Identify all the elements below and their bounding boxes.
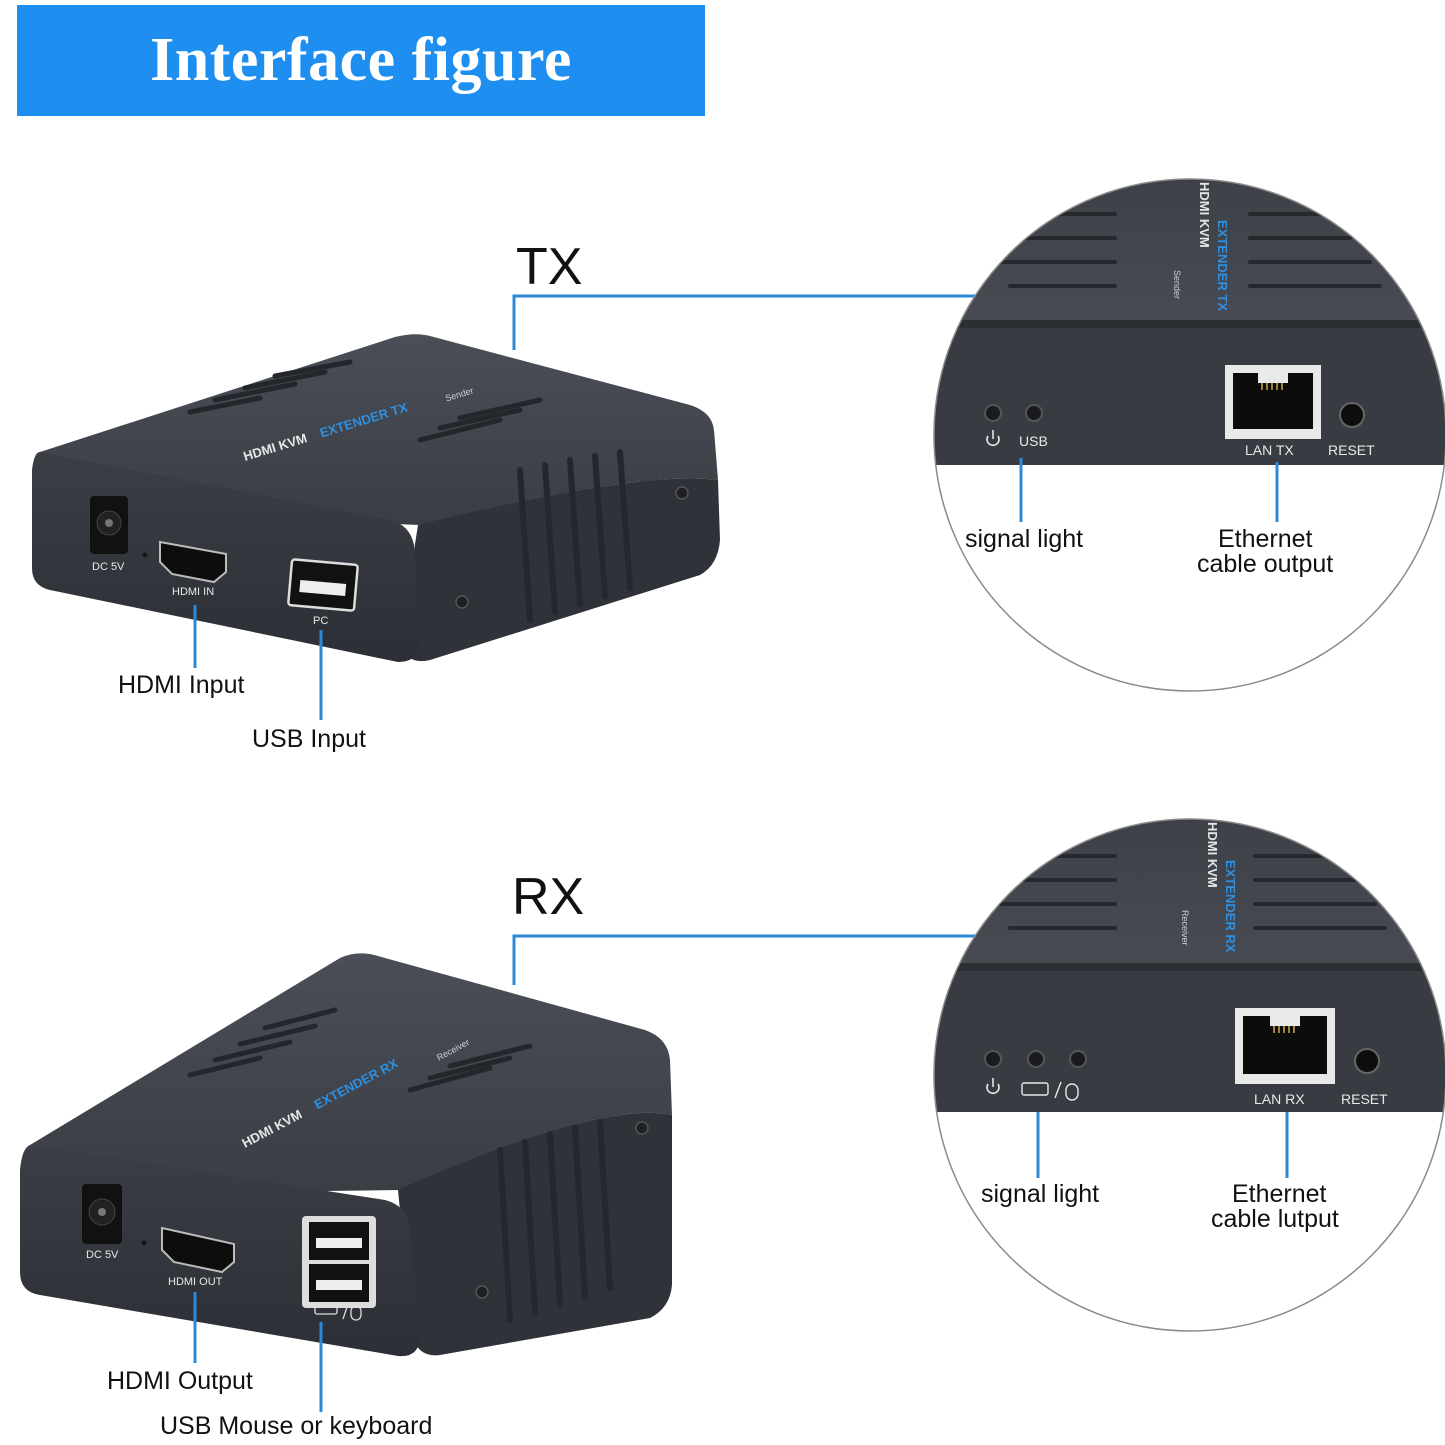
- page-title: Interface figure: [150, 26, 572, 94]
- tx-dc-label: DC 5V: [92, 561, 125, 573]
- tx-usb-callout: USB Input: [252, 725, 366, 753]
- rx-hdmi-label: HDMI OUT: [168, 1276, 223, 1288]
- rx-keyboard-mouse-icon: [1021, 1081, 1079, 1101]
- rx-section: RX: [20, 818, 1445, 1440]
- rx-hdmi-port: [161, 1226, 235, 1274]
- rx-usb-callout: USB Mouse or keyboard: [160, 1412, 432, 1440]
- rx-mouse-led: [1069, 1050, 1087, 1068]
- rx-zoom-brand: HDMI KVM: [1205, 822, 1220, 888]
- tx-section: TX: [32, 178, 1445, 753]
- rx-dc-label: DC 5V: [86, 1249, 119, 1261]
- rx-usb-keyboard-mouse-icon: [314, 1302, 362, 1321]
- rx-reset-button: [1354, 1048, 1380, 1074]
- tx-hdmi-callout: HDMI Input: [118, 671, 244, 699]
- tx-device: HDMI KVM EXTENDER TX Sender DC 5V HDMI I…: [32, 334, 720, 662]
- rx-keyboard-led: [1027, 1050, 1045, 1068]
- rx-ethernet-callout-1: Ethernet: [1232, 1180, 1327, 1208]
- tx-zoom-brand-extender: EXTENDER TX: [1215, 220, 1230, 311]
- tx-zoom-brand: HDMI KVM: [1197, 182, 1212, 248]
- rx-power-icon: [986, 1078, 1000, 1095]
- rx-signal-callout: signal light: [981, 1180, 1099, 1208]
- tx-usb-label: PC: [313, 615, 328, 627]
- tx-reset-button: [1339, 402, 1365, 428]
- tx-hdmi-port: [159, 540, 227, 584]
- tx-usb-led-label: USB: [1019, 433, 1048, 449]
- rx-section-label: RX: [512, 868, 584, 926]
- tx-power-icon: [986, 430, 1000, 447]
- rx-zoom-brand-extender: EXTENDER RX: [1223, 860, 1238, 953]
- tx-reset-label: RESET: [1328, 442, 1375, 458]
- rx-hdmi-callout: HDMI Output: [107, 1367, 253, 1395]
- rx-zoom-view: HDMI KVM EXTENDER RX Receiver: [933, 818, 1445, 1332]
- tx-section-label: TX: [516, 238, 582, 296]
- rx-reset-label: RESET: [1341, 1091, 1388, 1107]
- tx-power-led: [984, 404, 1002, 422]
- rx-lan-label: LAN RX: [1254, 1091, 1305, 1107]
- rx-device: HDMI KVM EXTENDER RX Receiver DC 5V HDMI…: [20, 953, 672, 1357]
- tx-zoom-role: Sender: [1172, 270, 1182, 299]
- tx-signal-callout: signal light: [965, 525, 1083, 553]
- tx-usb-led: [1025, 404, 1043, 422]
- rx-connector-line: [512, 934, 975, 985]
- tx-hdmi-label: HDMI IN: [172, 586, 214, 598]
- tx-ethernet-callout-1: Ethernet: [1218, 525, 1313, 553]
- rx-zoom-role: Receiver: [1180, 910, 1190, 946]
- title-banner: Interface figure: [17, 5, 705, 116]
- tx-ethernet-callout-2: cable output: [1197, 550, 1333, 578]
- rx-ethernet-callout-2: cable lutput: [1211, 1205, 1339, 1233]
- rx-power-led: [984, 1050, 1002, 1068]
- tx-zoom-view: HDMI KVM EXTENDER TX Sender USB: [933, 178, 1445, 692]
- tx-lan-label: LAN TX: [1245, 442, 1294, 458]
- tx-connector-line: [512, 294, 975, 350]
